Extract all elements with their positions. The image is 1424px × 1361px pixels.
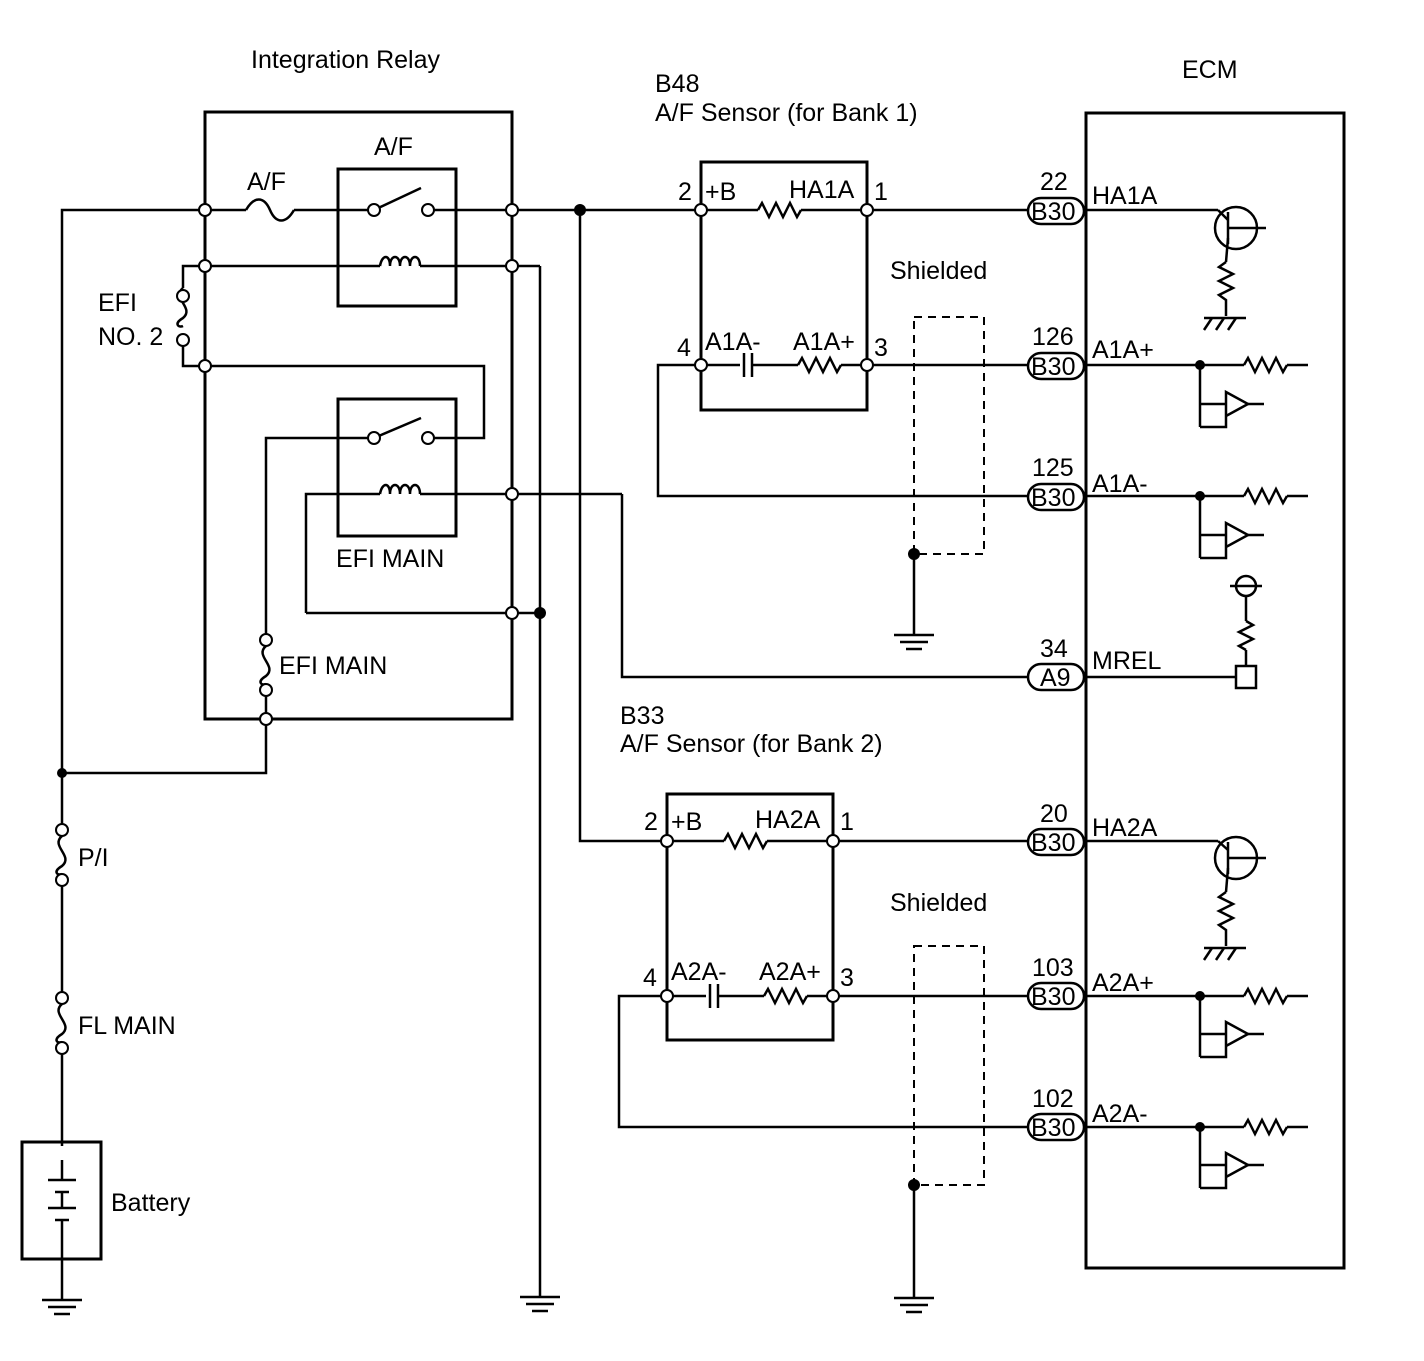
ecm-terminal-102: 102 B30 A2A- [1026, 1085, 1148, 1142]
sensor-bank2-label-heater: HA2A [755, 806, 821, 834]
a2a-minus-input-circuit-icon [1084, 1117, 1308, 1190]
sensor-bank1-box [699, 160, 869, 412]
heater-transistor-bank2-icon [1084, 835, 1266, 961]
ecm-signal-103: A2A+ [1092, 969, 1154, 997]
battery-ground-icon [42, 1298, 82, 1316]
sensor-bank1-pin-heater: 1 [874, 178, 888, 206]
shield-bank2 [913, 945, 985, 1186]
sensor-bank1-name: A/F Sensor (for Bank 1) [655, 99, 918, 127]
shield-bank1-ground-icon [894, 633, 934, 651]
efi-main-relay-box [336, 397, 458, 538]
ecm-pin-126: 126 [1032, 323, 1074, 351]
a2a-plus-input-circuit-icon [1084, 986, 1308, 1059]
ecm-pin-20: 20 [1040, 800, 1068, 828]
ecm-pin-34: 34 [1040, 635, 1068, 663]
ecm-terminal-125: 125 B30 A1A- [1026, 454, 1148, 512]
shield-bank2-ground-icon [894, 1296, 934, 1314]
shielded-label-1: Shielded [890, 257, 987, 285]
sensor-bank1-label-minus: A1A- [705, 328, 761, 356]
ecm-pin-103: 103 [1032, 954, 1074, 982]
sensor-bank2-name: A/F Sensor (for Bank 2) [620, 730, 883, 758]
sensor-bank2-code: B33 [620, 702, 664, 730]
ecm-signal-20: HA2A [1092, 814, 1158, 842]
battery-label: Battery [111, 1189, 191, 1217]
efi-no2-label-2: NO. 2 [98, 323, 163, 351]
ecm-connector-103: B30 [1031, 983, 1075, 1011]
ecm-title: ECM [1182, 56, 1238, 84]
ecm-connector-20: B30 [1031, 829, 1075, 857]
a1a-plus-input-circuit-icon [1084, 355, 1308, 429]
sensor-bank2-label-minus: A2A- [671, 958, 727, 986]
ecm-box [1084, 111, 1346, 1270]
ecm-terminal-22: 22 B30 HA1A [1026, 168, 1158, 226]
ecm-terminal-103: 103 B30 A2A+ [1026, 954, 1154, 1011]
integration-relay-wiring [176, 186, 1028, 1297]
ecm-pin-125: 125 [1032, 454, 1074, 482]
ecm-terminal-34: 34 A9 MREL [1026, 635, 1162, 692]
sensor-bank2-label-plus: A2A+ [759, 958, 821, 986]
ecm-connector-125: B30 [1031, 484, 1075, 512]
ecm-pin-22: 22 [1040, 168, 1068, 196]
sensor-bank2-wiring [578, 210, 1028, 1129]
ecm-connector-34: A9 [1040, 664, 1071, 692]
ecm-terminal-126: 126 B30 A1A+ [1026, 323, 1154, 381]
ecm-signal-102: A2A- [1092, 1100, 1148, 1128]
sensor-bank2-pin-minus: 4 [643, 964, 657, 992]
ecm-pin-102: 102 [1032, 1085, 1074, 1113]
sensor-bank1-label-plus: A1A+ [793, 328, 855, 356]
relay-ground-icon [520, 1295, 560, 1313]
ecm-signal-125: A1A- [1092, 470, 1148, 498]
ecm-signal-22: HA1A [1092, 182, 1158, 210]
af-fuse-label: A/F [247, 168, 286, 196]
sensor-bank2-pin-heater: 1 [840, 808, 854, 836]
sensor-bank2-pin-plus: 3 [840, 964, 854, 992]
ecm-connector-126: B30 [1031, 353, 1075, 381]
sensor-bank2-pin-plus-b: 2 [644, 808, 658, 836]
a1a-minus-input-circuit-icon [1084, 486, 1308, 560]
pi-fuse-label: P/I [78, 844, 109, 872]
sensor-bank2-box [665, 792, 835, 1042]
efi-main-fuse-label: EFI MAIN [279, 652, 387, 680]
integration-relay-title: Integration Relay [251, 46, 441, 74]
sensor-bank1-terminals [694, 203, 874, 372]
fl-main-fuse-label: FL MAIN [78, 1012, 176, 1040]
af-relay-label: A/F [374, 133, 413, 161]
sensor-bank1-pin-plus-b: 2 [678, 178, 692, 206]
sensor-bank1-label-heater: HA1A [789, 176, 855, 204]
mrel-output-circuit-icon [1084, 574, 1262, 690]
ecm-signal-126: A1A+ [1092, 336, 1154, 364]
ecm-terminal-20: 20 B30 HA2A [1026, 800, 1158, 857]
sensor-bank1-label-plus-b: +B [705, 178, 736, 206]
sensor-bank1-code: B48 [655, 70, 699, 98]
ecm-connector-102: B30 [1031, 1114, 1075, 1142]
sensor-bank1-pin-plus: 3 [874, 334, 888, 362]
ecm-connector-22: B30 [1031, 198, 1075, 226]
sensor-bank2-label-plus-b: +B [671, 808, 702, 836]
fl-main-fuse-icon [55, 991, 69, 1055]
heater-transistor-bank1-icon [1084, 205, 1266, 331]
efi-no2-label-1: EFI [98, 289, 137, 317]
sensor-bank1-pin-minus: 4 [677, 334, 691, 362]
efi-main-relay-label: EFI MAIN [336, 545, 444, 573]
pi-fuse-icon [55, 823, 69, 887]
af-relay-box [336, 167, 458, 308]
shield-bank1 [913, 316, 985, 555]
shielded-label-2: Shielded [890, 889, 987, 917]
battery-feed-wiring [48, 208, 268, 1300]
integration-relay-terminals [176, 203, 519, 726]
sensor-bank2-terminals [660, 834, 840, 1003]
ecm-signal-34: MREL [1092, 647, 1162, 675]
